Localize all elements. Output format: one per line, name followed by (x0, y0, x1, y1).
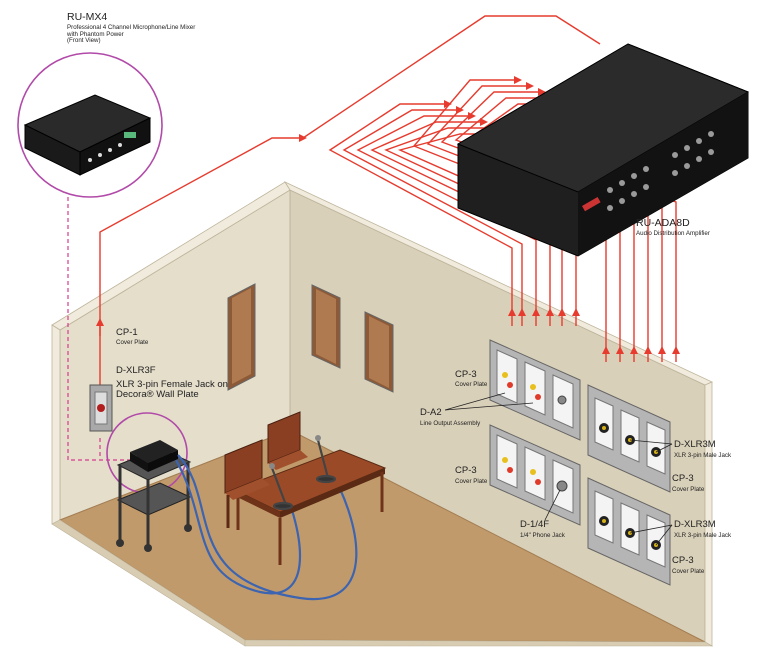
cp3-plates-xlr (587, 384, 671, 586)
left-wall-edge (51, 324, 61, 525)
chair-icon (224, 411, 308, 528)
cp3-right-upper-title: CP-3 (672, 473, 694, 484)
cp3-right-lower-description: Cover Plate (672, 568, 705, 575)
dxlr3f-description: XLR 3-pin Female Jack on Decora® Wall Pl… (116, 379, 228, 400)
phantom-dashed-lines (67, 190, 130, 461)
dxlr3m-lower-title: D-XLR3M (674, 519, 716, 530)
cp1-description: Cover Plate (116, 339, 149, 346)
d14f-description: 1/4" Phone Jack (520, 532, 565, 539)
da2-description: Line Output Assembly (420, 420, 481, 427)
ada8d-title: RU-ADA8D (636, 217, 690, 229)
ada8d-description: Audio Distribution Amplifier (636, 230, 710, 237)
distribution-amplifier-icon (456, 43, 750, 257)
right-wall-edge (704, 381, 713, 647)
cp3-right-upper-description: Cover Plate (672, 486, 705, 493)
d14f-title: D-1/4F (520, 519, 550, 530)
mx4-title: RU-MX4 (67, 11, 108, 23)
cp3-right-lower-title: CP-3 (672, 555, 694, 566)
leader-lines (444, 392, 673, 546)
cp3-lower-description: Cover Plate (455, 478, 488, 485)
cp3-plates-da2 (489, 339, 581, 526)
microphone-icon (269, 435, 337, 511)
mx4-description: Professional 4 Channel Microphone/Line M… (67, 24, 196, 44)
cp3-upper-description: Cover Plate (455, 381, 488, 388)
cp3-lower-title: CP-3 (455, 465, 477, 476)
cp3-upper-title: CP-3 (455, 369, 477, 380)
table-icon (233, 449, 387, 565)
mixer-device-icon (23, 94, 152, 176)
dxlr3m-lower-description: XLR 3-pin Male Jack (674, 532, 732, 539)
cp1-title: CP-1 (116, 327, 138, 338)
dxlr3m-upper-description: XLR 3-pin Male Jack (674, 452, 732, 459)
dxlr3m-upper-title: D-XLR3M (674, 439, 716, 450)
da2-title: D-A2 (420, 407, 442, 418)
equipment-cart-icon (116, 440, 192, 552)
mixer-callout (17, 52, 163, 198)
microphone-cables (175, 454, 358, 601)
dxlr3f-title: D-XLR3F (116, 365, 156, 376)
wall-plate-icon (89, 384, 113, 432)
wall-panels (227, 283, 394, 393)
